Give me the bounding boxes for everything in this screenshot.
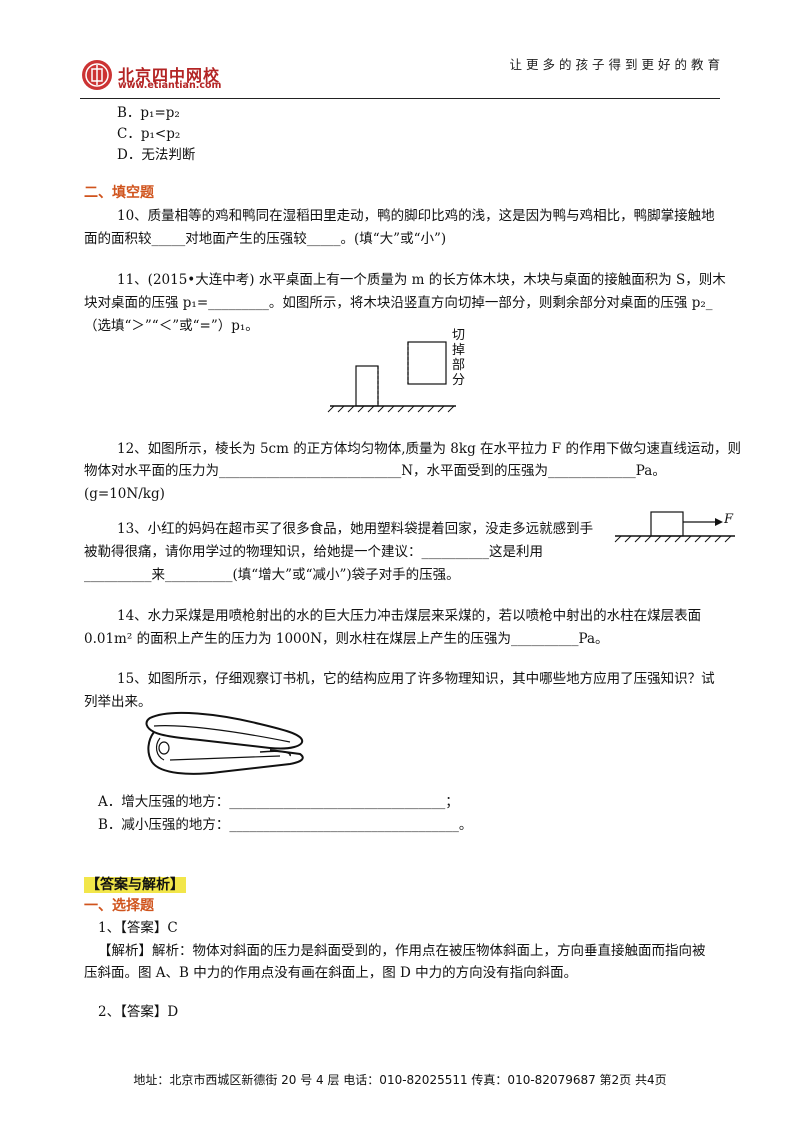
section-choice-title: 一、选择题: [84, 898, 154, 914]
logo-name: 北京四中网校: [118, 66, 221, 85]
answer-1-explain-1: 【解析】解析：物体对斜面的压力是斜面受到的，作用点在被压物体斜面上，方向垂直接触…: [98, 943, 706, 959]
q14-line-1: 14、水力采煤是用喷枪射出的水的巨大压力冲击煤层来采煤的，若以喷枪中射出的水柱在…: [117, 608, 702, 624]
q11-line-1: 11、(2015•大连中考) 水平桌面上有一个质量为 m 的长方体木块，木块与桌…: [117, 272, 726, 288]
q13-line-2: 被勒得很痛，请你用学过的物理知识，给她提一个建议：__________这是利用: [84, 544, 543, 560]
q13-line-3: __________来__________(填“增大”或“减小”)袋子对手的压强…: [84, 567, 460, 583]
q11-figure: [327, 341, 456, 413]
q13-line-1: 13、小红的妈妈在超市买了很多食品，她用塑料袋提着回家，没走多远就感到手: [117, 521, 594, 537]
stapler-figure: [145, 711, 304, 775]
q15-answer-b: B．减小压强的地方：______________________________…: [98, 817, 473, 833]
answers-title-text: 【答案与解析】: [84, 877, 186, 893]
q14-line-2: 0.01m² 的面积上产生的压力为 1000N，则水柱在煤层上产生的压强为___…: [84, 631, 609, 647]
q15-line-2: 列举出来。: [84, 694, 152, 710]
q15-answer-a: A．增大压强的地方：______________________________…: [98, 794, 459, 810]
logo: [80, 58, 114, 92]
logo-url: www.etiantian.com: [118, 80, 222, 91]
header-slogan: 让更多的孩子得到更好的教育: [509, 57, 724, 72]
q12-line-3: (g=10N/kg): [84, 486, 165, 502]
q13-force-label: F: [724, 512, 734, 527]
answer-2: 2、【答案】D: [98, 1004, 179, 1020]
answers-title: 【答案与解析】: [84, 876, 186, 894]
q15-line-1: 15、如图所示，仔细观察订书机，它的结构应用了许多物理知识，其中哪些地方应用了压…: [117, 671, 715, 687]
logo-emblem-icon: [82, 60, 112, 90]
q12-line-1: 12、如图所示，棱长为 5cm 的正方体均匀物体,质量为 8kg 在水平拉力 F…: [117, 441, 741, 457]
q11-line-3: （选填“＞”“＜”或“=”）p₁。: [84, 318, 259, 334]
page-footer: 地址：北京市西城区新德街 20 号 4 层 电话：010-82025511 传真…: [133, 1073, 667, 1087]
answer-1-explain-2: 压斜面。图 A、B 中力的作用点没有画在斜面上，图 D 中力的方向没有指向斜面。: [84, 965, 578, 981]
section-fill-blank-title: 二、填空题: [84, 185, 154, 201]
option-c: C．p₁<p₂: [117, 126, 181, 142]
q12-line-2: 物体对水平面的压力为___________________________N，水…: [84, 463, 666, 479]
answer-1: 1、【答案】C: [98, 920, 178, 936]
option-d: D．无法判断: [117, 147, 196, 163]
q10-line-1: 10、质量相等的鸡和鸭同在湿稻田里走动，鸭的脚印比鸡的浅，这是因为鸭与鸡相比，鸭…: [117, 208, 715, 224]
q11-figure-label: 切掉部分: [452, 328, 466, 388]
option-b: B．p₁=p₂: [117, 105, 180, 121]
q13-figure: [614, 511, 735, 543]
q10-line-2: 面的面积较_____对地面产生的压强较_____。(填“大”或“小”): [84, 231, 447, 247]
q11-line-2: 块对桌面的压强 p₁=_________。如图所示，将木块沿竖直方向切掉一部分，…: [84, 295, 713, 311]
header-divider: [80, 98, 720, 99]
